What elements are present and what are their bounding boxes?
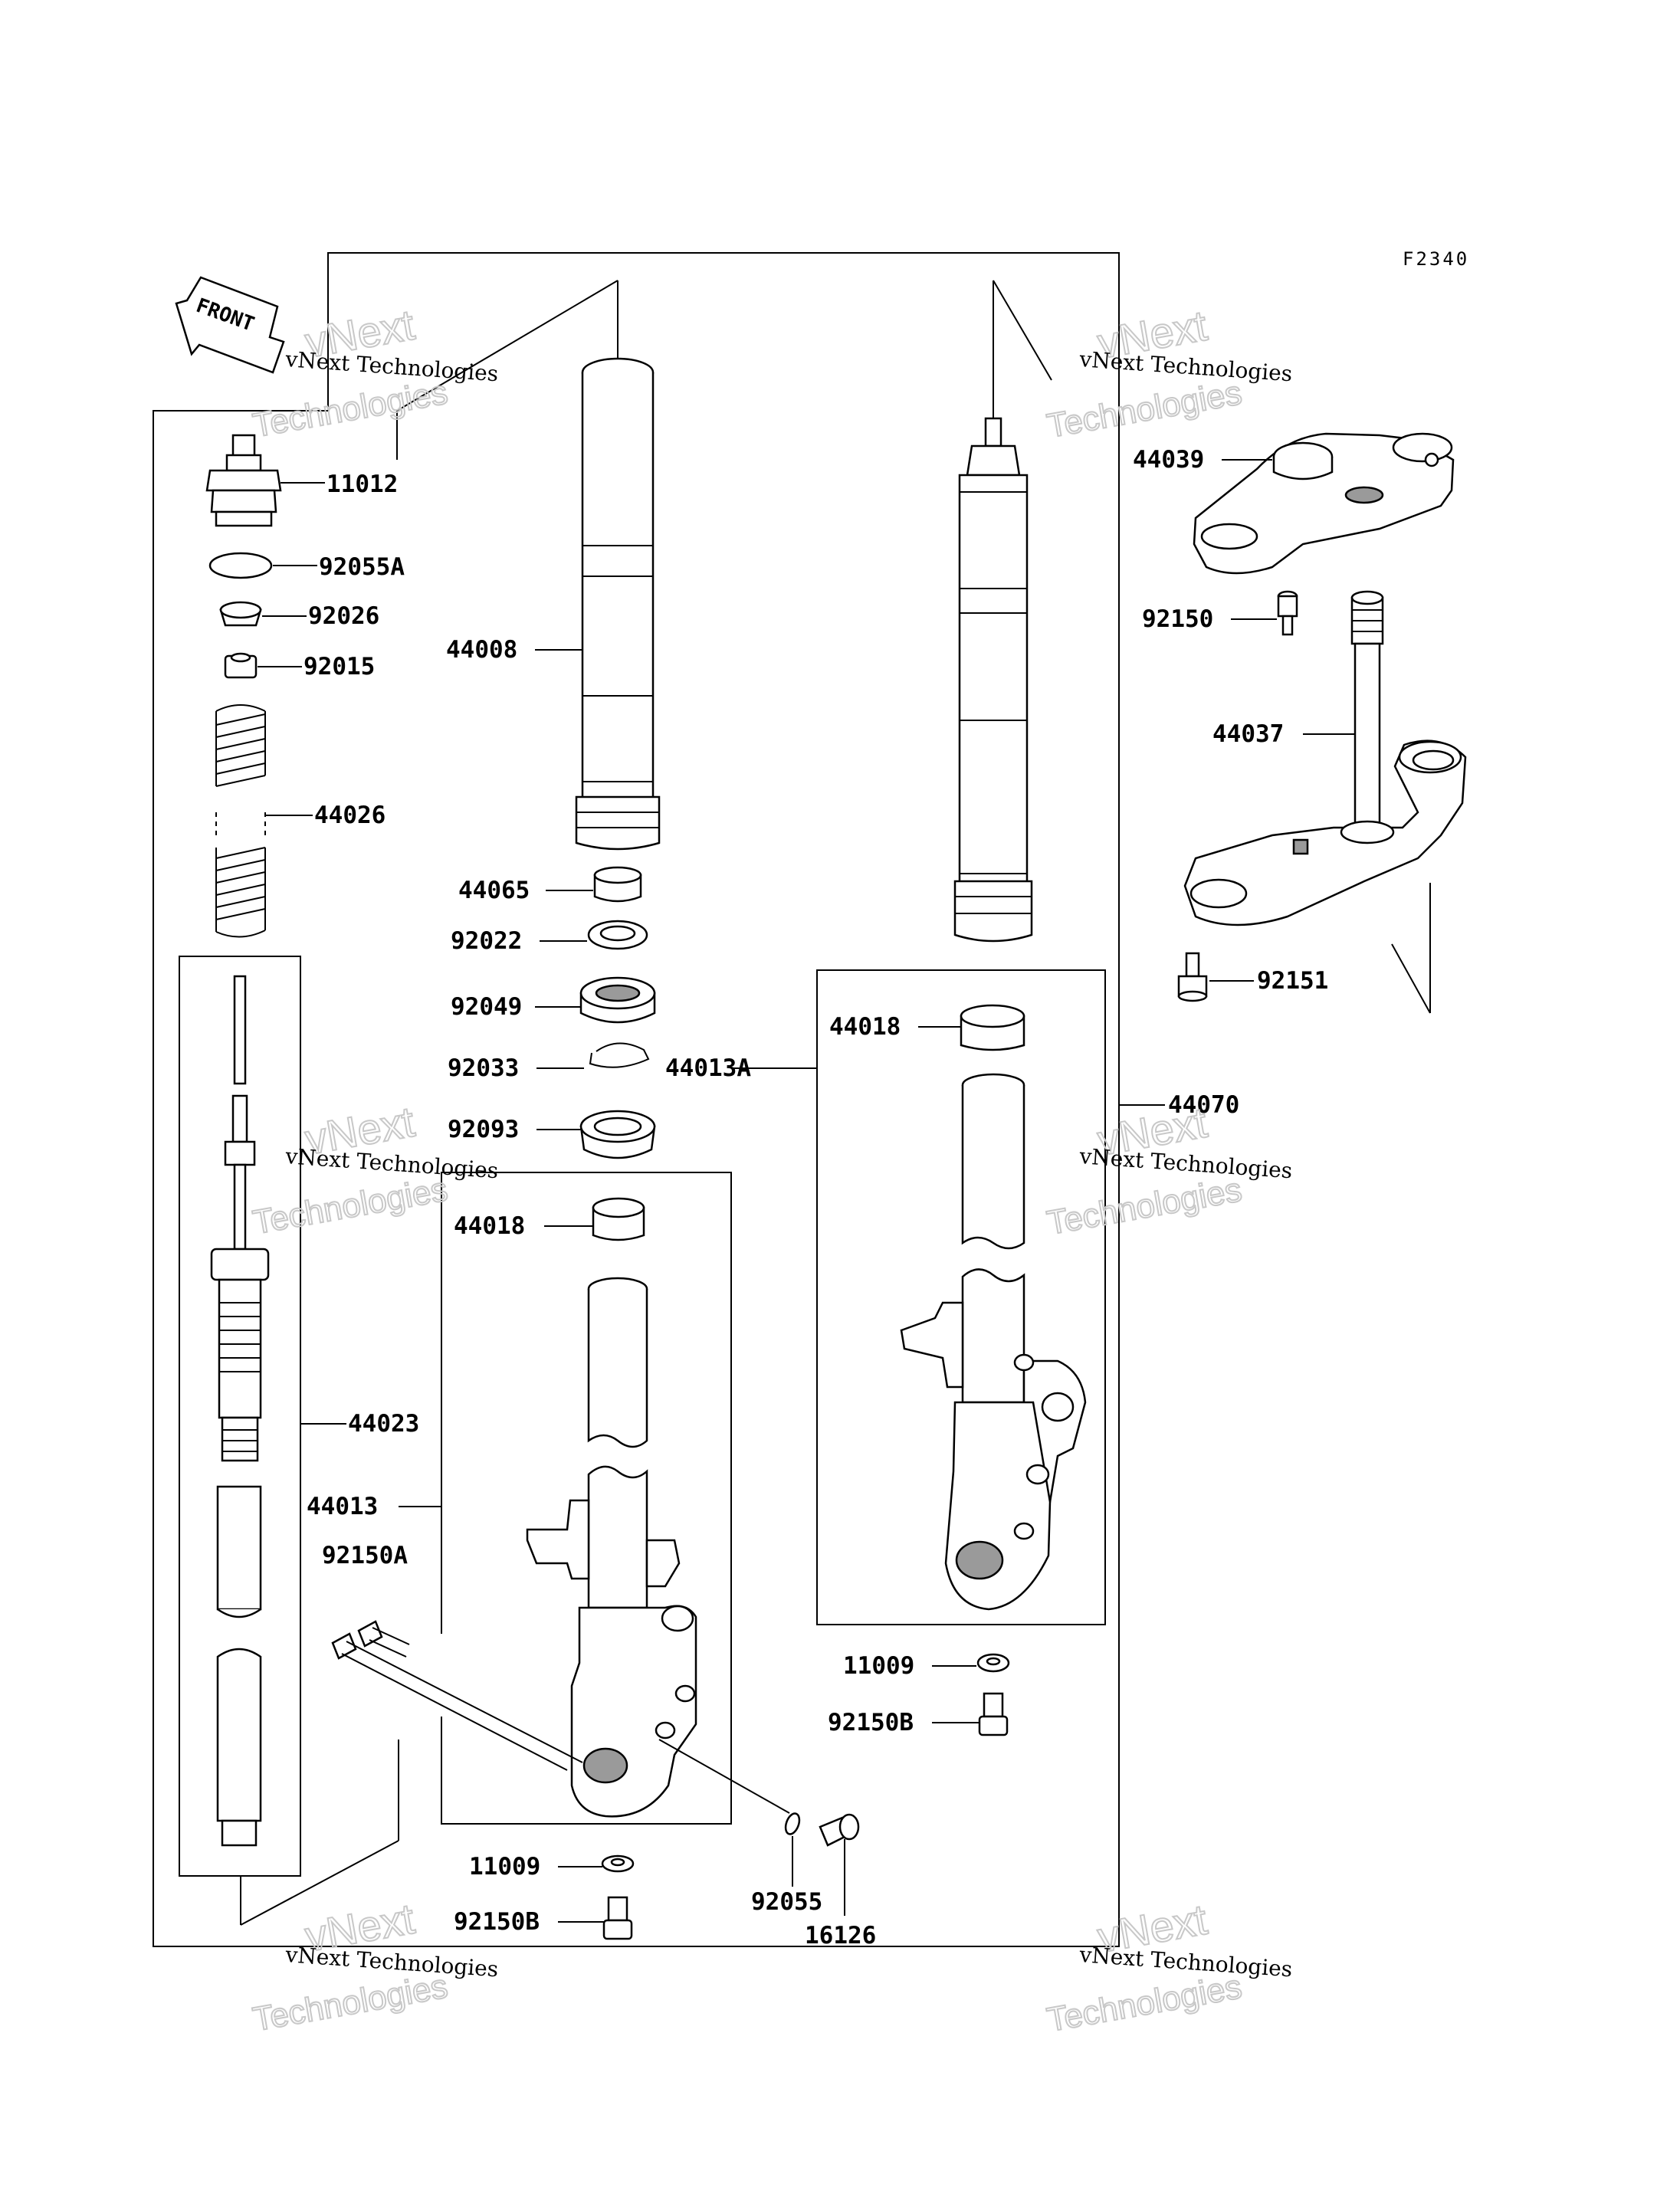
bolt-92150 bbox=[1277, 590, 1298, 636]
bolt-92151 bbox=[1177, 952, 1208, 1002]
inner-tube-44008 bbox=[575, 357, 661, 851]
bolt-92150b-right bbox=[978, 1692, 1009, 1736]
label-92055a: 92055A bbox=[319, 553, 405, 581]
svg-text:Technologies: Technologies bbox=[1044, 1171, 1244, 1242]
label-44070: 44070 bbox=[1168, 1091, 1239, 1119]
washer-11009-left bbox=[601, 1854, 635, 1873]
o-ring-92055 bbox=[784, 1812, 801, 1835]
label-44026: 44026 bbox=[314, 802, 386, 829]
label-92033: 92033 bbox=[448, 1054, 519, 1082]
label-92026: 92026 bbox=[308, 602, 379, 630]
upper-bracket-44039 bbox=[1193, 432, 1455, 575]
label-44039: 44039 bbox=[1133, 446, 1204, 474]
washer-92022 bbox=[587, 920, 648, 950]
svg-text:Technologies: Technologies bbox=[250, 1170, 450, 1241]
drain-bolt-16126 bbox=[819, 1813, 860, 1847]
figure-code: F2340 bbox=[1403, 248, 1469, 270]
svg-text:Technologies: Technologies bbox=[250, 1967, 450, 2038]
front-arrow-icon: FRONT bbox=[175, 276, 285, 374]
steering-stem-44037 bbox=[1183, 590, 1467, 926]
watermark-text-top-left: vNext Technologies bbox=[284, 346, 500, 386]
washer-11009-right bbox=[976, 1653, 1010, 1673]
label-92150b-right: 92150B bbox=[828, 1709, 914, 1736]
fork-leg-right-assembled bbox=[953, 417, 1033, 943]
outer-tube-44013 bbox=[526, 1277, 697, 1818]
label-92015: 92015 bbox=[304, 653, 375, 680]
fork-assembly-frame bbox=[153, 252, 1431, 1947]
o-ring-92055a bbox=[208, 552, 273, 579]
label-92055: 92055 bbox=[751, 1888, 822, 1916]
label-92093: 92093 bbox=[448, 1116, 519, 1143]
watermark-text-bottom-right: vNext Technologies bbox=[1078, 1942, 1294, 1982]
label-11012: 11012 bbox=[326, 471, 398, 498]
bushing-44018-left bbox=[592, 1197, 645, 1241]
label-44037: 44037 bbox=[1212, 720, 1284, 748]
axle-clamp-bolts-92150a bbox=[331, 1620, 583, 1771]
dust-seal-92093 bbox=[579, 1110, 656, 1159]
label-92151: 92151 bbox=[1257, 967, 1328, 995]
label-11009-right: 11009 bbox=[843, 1652, 914, 1680]
spring-44026 bbox=[215, 704, 266, 938]
label-11009-left: 11009 bbox=[469, 1853, 540, 1881]
label-92150b-left: 92150B bbox=[454, 1908, 540, 1936]
part-labels: 11012 92055A 92026 92015 44026 44023 440… bbox=[304, 446, 1328, 1949]
oil-seal-92049 bbox=[579, 976, 656, 1024]
label-92022: 92022 bbox=[451, 927, 522, 955]
watermark-text-mid-left: vNext Technologies bbox=[284, 1143, 500, 1183]
nut-92015 bbox=[224, 652, 258, 679]
label-44013a: 44013A bbox=[665, 1054, 751, 1082]
svg-text:Technologies: Technologies bbox=[250, 373, 450, 444]
cap-bolt-11012 bbox=[205, 434, 282, 527]
label-44018-left: 44018 bbox=[454, 1212, 525, 1240]
label-92049: 92049 bbox=[451, 993, 522, 1021]
outer-tube-44013a bbox=[900, 1073, 1087, 1611]
bushing-44065 bbox=[593, 866, 642, 903]
label-16126: 16126 bbox=[805, 1922, 876, 1949]
label-44065: 44065 bbox=[458, 877, 530, 904]
label-92150a: 92150A bbox=[322, 1542, 408, 1569]
bolt-92150b-left bbox=[602, 1896, 633, 1940]
label-92150: 92150 bbox=[1142, 605, 1213, 633]
label-44013: 44013 bbox=[307, 1493, 378, 1520]
washer-92026 bbox=[219, 601, 262, 627]
label-44023: 44023 bbox=[348, 1410, 419, 1438]
svg-text:Technologies: Technologies bbox=[1044, 1968, 1244, 2039]
circlip-92033 bbox=[589, 1042, 650, 1068]
label-44008: 44008 bbox=[446, 636, 517, 664]
damper-rod-44023 bbox=[210, 975, 270, 1847]
leader-lines bbox=[258, 459, 1355, 1923]
bushing-44018-right bbox=[960, 1004, 1025, 1051]
svg-text:Technologies: Technologies bbox=[1044, 374, 1244, 445]
label-44018-right: 44018 bbox=[829, 1013, 901, 1041]
